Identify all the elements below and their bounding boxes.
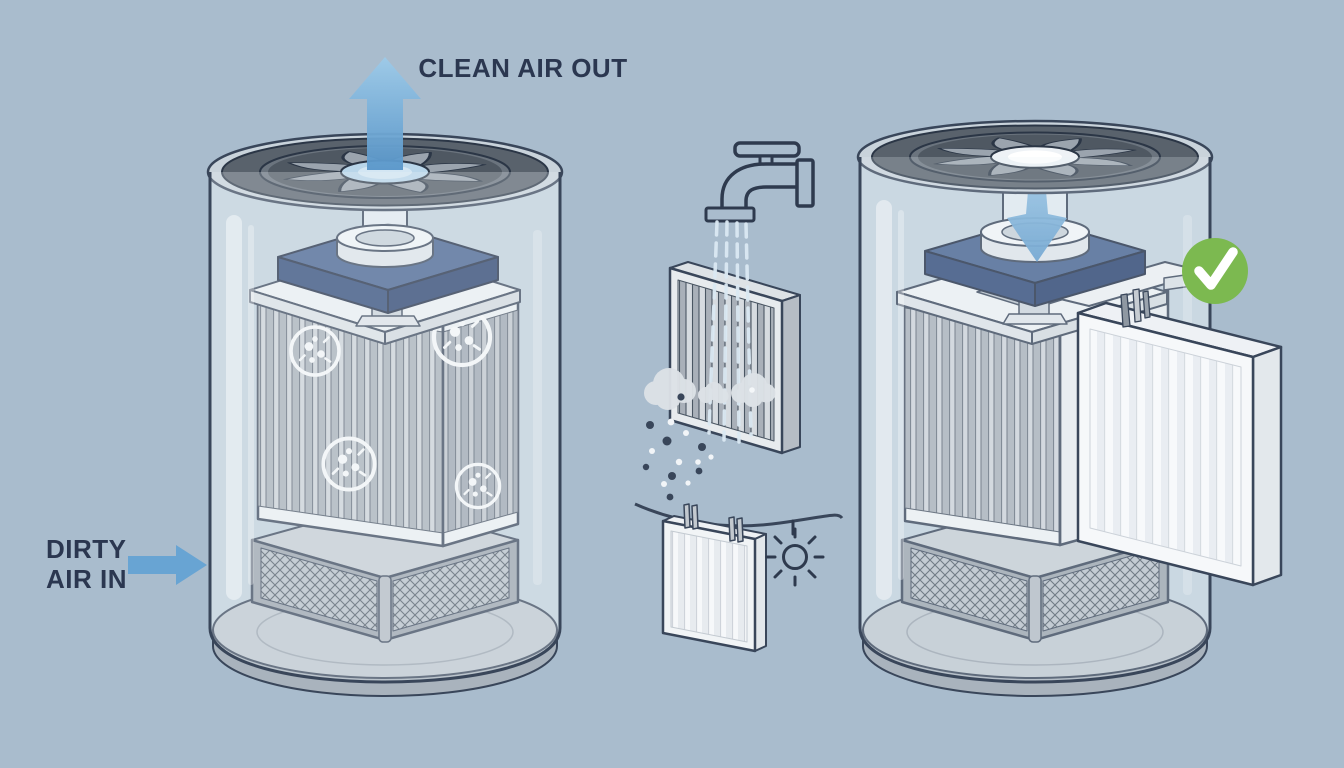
left-purifier — [206, 57, 564, 697]
svg-text:AIR IN: AIR IN — [46, 564, 127, 594]
clothespin-icon — [1120, 288, 1151, 328]
glass-cylinder-front — [208, 172, 562, 684]
checkmark-icon — [1182, 238, 1248, 304]
clean-air-out-label: CLEAN AIR OUT — [418, 53, 627, 83]
faucet-icon — [704, 141, 815, 223]
dry-step — [634, 502, 844, 653]
dust-cloud-icon — [644, 368, 776, 410]
up-arrow-icon — [349, 57, 421, 170]
fan-icon — [856, 119, 1214, 195]
dirty-filter-panel — [668, 261, 801, 455]
svg-text:DIRTY: DIRTY — [46, 534, 127, 564]
hepa-filter-block — [256, 291, 520, 548]
right-arrow-icon — [128, 545, 207, 585]
dust-dot — [749, 387, 755, 393]
dust-dot — [677, 393, 685, 401]
drying-filter-panel — [661, 515, 767, 653]
down-arrow-icon — [1007, 168, 1067, 262]
clean-filter-panel — [1076, 301, 1283, 587]
sun-icon — [765, 519, 825, 587]
dust-particles — [642, 418, 714, 501]
right-purifier — [856, 119, 1283, 697]
wash-step — [642, 141, 815, 501]
dirty-air-in-label: DIRTY AIR IN — [46, 534, 127, 594]
clothespin-icon — [683, 503, 744, 543]
fan-icon — [206, 132, 564, 212]
